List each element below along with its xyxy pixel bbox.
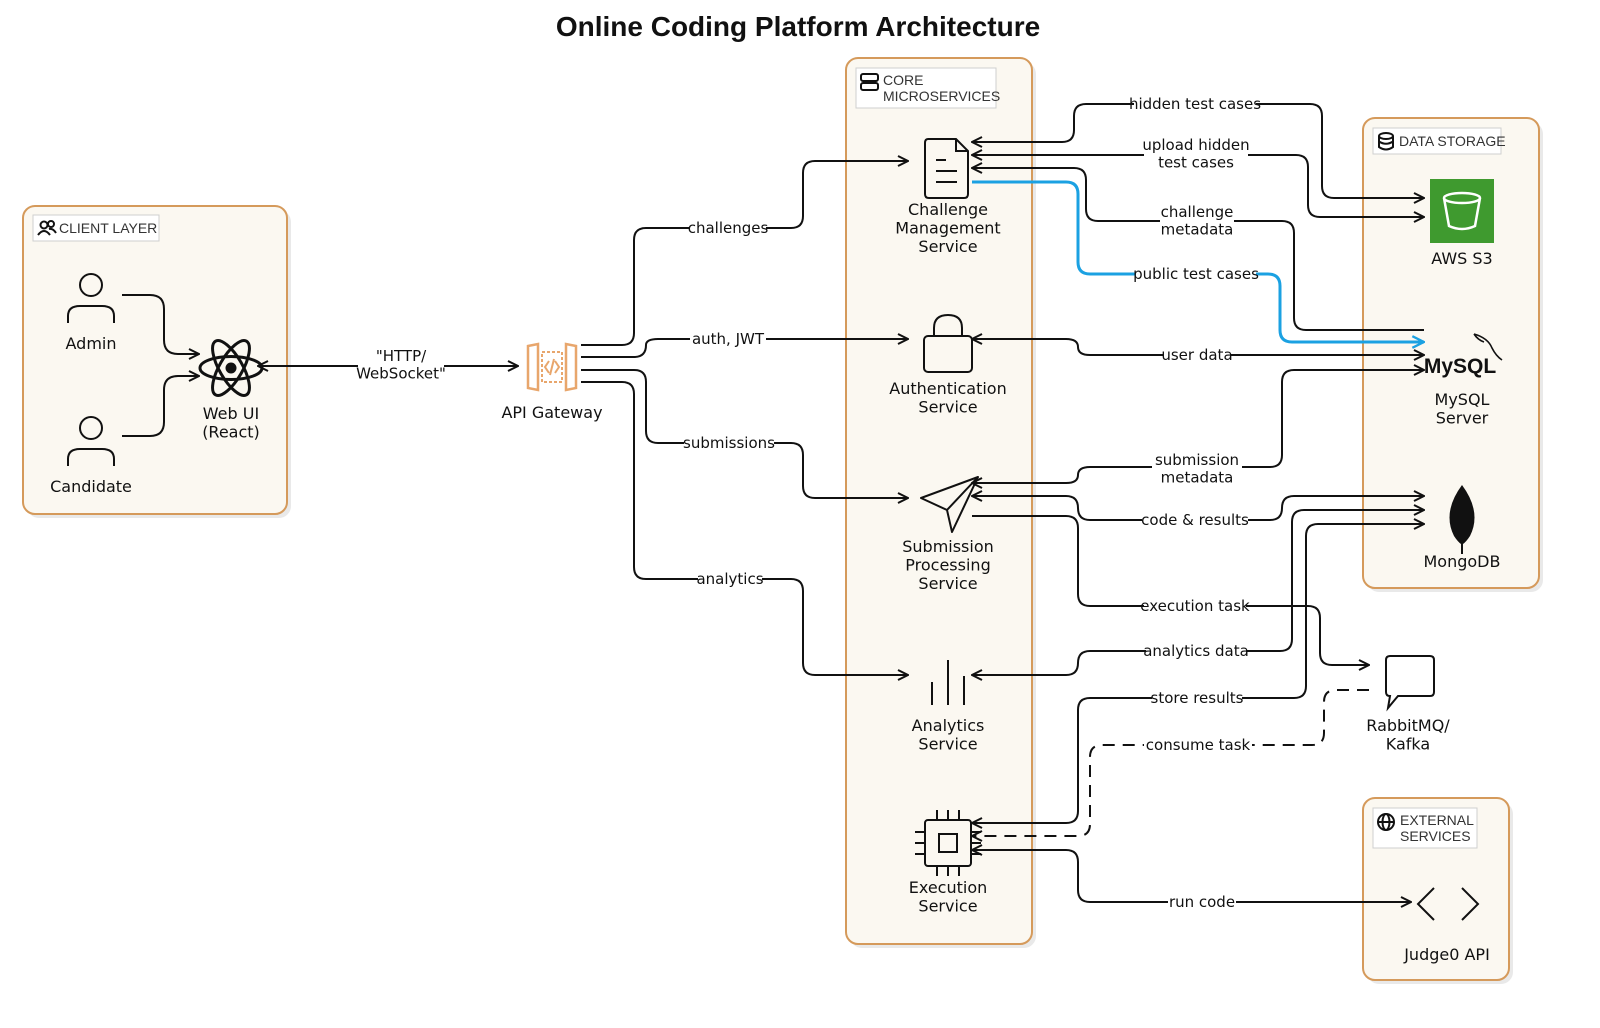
edge-label-consume-task: consume task xyxy=(1146,736,1251,754)
bar-chart-icon xyxy=(931,660,965,705)
edge-label-auth-jwt: auth, JWT xyxy=(692,330,765,348)
s3-label: AWS S3 xyxy=(1431,249,1492,268)
edge-auth-jwt xyxy=(581,339,908,358)
edge-label-hidden-test-cases: hidden test cases xyxy=(1129,95,1261,113)
cpu-icon xyxy=(915,810,981,876)
users-icon xyxy=(37,220,57,236)
edge-user-data xyxy=(972,339,1424,355)
mysql-dolphin-icon: MySQL xyxy=(1424,333,1503,378)
edge-label-analytics-data: analytics data xyxy=(1143,642,1249,660)
candidate-node[interactable]: Candidate xyxy=(50,416,132,496)
mysql-logo-text: MySQL xyxy=(1424,355,1497,378)
lock-icon xyxy=(923,313,973,373)
queue-node[interactable]: RabbitMQ/Kafka xyxy=(1366,655,1450,753)
webui-node[interactable]: Web UI(React) xyxy=(198,335,264,441)
queue-label: RabbitMQ/Kafka xyxy=(1366,716,1450,753)
admin-label: Admin xyxy=(66,334,117,353)
edge-label-user-data: user data xyxy=(1161,346,1232,364)
gateway-node[interactable]: API Gateway xyxy=(501,342,603,422)
api-gateway-icon xyxy=(526,342,578,392)
edge-run-code xyxy=(972,850,1411,902)
edge-label-http: "HTTP/WebSocket" xyxy=(356,347,446,382)
edge-label-execution-task: execution task xyxy=(1140,597,1250,615)
edge-label-run-code: run code xyxy=(1169,893,1235,911)
edge-label-store-results: store results xyxy=(1151,689,1244,707)
edge-candidate-webui xyxy=(122,376,199,437)
webui-label: Web UI(React) xyxy=(202,404,260,441)
admin-node[interactable]: Admin xyxy=(66,273,117,353)
edge-label-analytics: analytics xyxy=(696,570,763,588)
edge-admin-webui xyxy=(122,294,199,354)
edge-label-code-results: code & results xyxy=(1141,511,1249,529)
gateway-label: API Gateway xyxy=(501,403,602,422)
user-icon xyxy=(67,273,115,323)
server-icon xyxy=(860,73,879,91)
edge-store-results xyxy=(972,524,1424,823)
edge-submission-metadata xyxy=(972,370,1424,483)
code-brackets-icon xyxy=(1416,887,1480,921)
react-icon xyxy=(198,339,264,397)
mongodb-leaf-icon xyxy=(1449,485,1475,554)
user-icon xyxy=(67,416,115,466)
judge0-node[interactable]: Judge0 API xyxy=(1403,887,1490,964)
edge-challenge-metadata xyxy=(972,168,1424,331)
mongodb-node[interactable]: MongoDB xyxy=(1424,485,1501,571)
judge0-label: Judge0 API xyxy=(1403,945,1490,964)
s3-bucket-icon xyxy=(1430,179,1494,243)
edge-upload-hidden xyxy=(972,155,1424,217)
document-icon xyxy=(924,138,969,199)
client-layer-group: CLIENT LAYER xyxy=(22,205,291,518)
edge-labels: "HTTP/WebSocket" challenges auth, JWT su… xyxy=(356,95,1261,911)
paper-plane-icon xyxy=(920,476,979,533)
message-icon xyxy=(1385,655,1435,712)
s3-node[interactable]: AWS S3 xyxy=(1430,179,1494,268)
mongodb-label: MongoDB xyxy=(1424,552,1501,571)
edge-label-challenges: challenges xyxy=(688,219,769,237)
client-layer-label: CLIENT LAYER xyxy=(59,220,157,236)
edge-label-submissions: submissions xyxy=(683,434,775,452)
edge-label-public-test-cases: public test cases xyxy=(1133,265,1259,283)
candidate-label: Candidate xyxy=(50,477,132,496)
data-storage-label: DATA STORAGE xyxy=(1399,133,1506,149)
diagram-title: Online Coding Platform Architecture xyxy=(556,11,1040,42)
